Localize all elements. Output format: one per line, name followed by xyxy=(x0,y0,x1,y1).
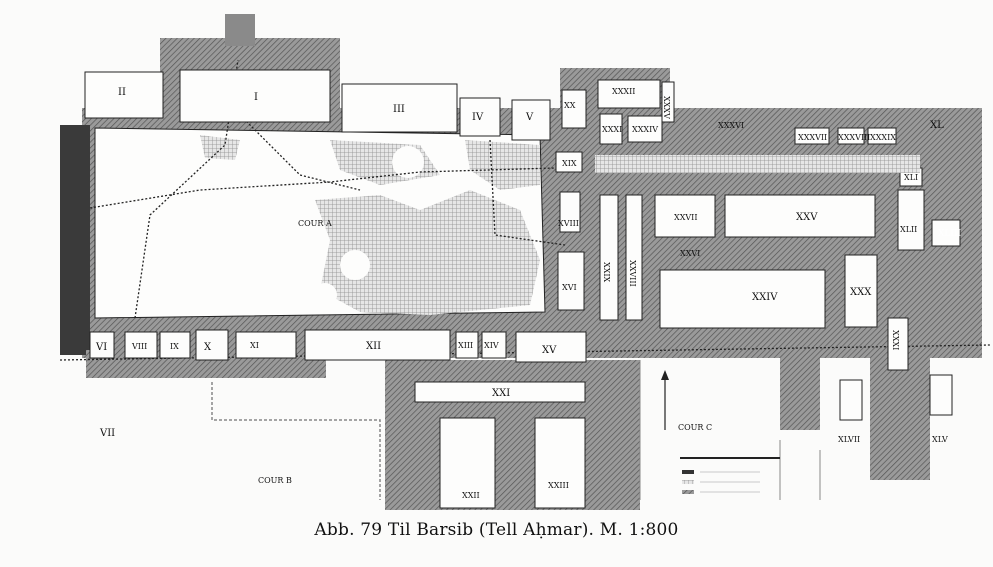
label-room-i: I xyxy=(254,92,258,103)
label-room-xxxv: XXXV xyxy=(662,96,671,119)
label-room-xx: XX xyxy=(564,101,576,110)
room-xviii xyxy=(559,191,581,233)
label-court-c: COUR C xyxy=(678,423,712,432)
label-room-iv: IV xyxy=(472,112,484,123)
pavement-patches xyxy=(200,135,540,315)
label-room-iii: III xyxy=(393,104,405,115)
room-xxix xyxy=(599,194,619,321)
label-room-xxxvii: XXXVII xyxy=(798,133,827,142)
label-room-ix: IX xyxy=(170,342,179,351)
room-xxviii xyxy=(625,194,643,321)
label-room-xii: XII xyxy=(366,341,381,352)
label-room-xl: XL xyxy=(930,120,944,131)
room-vi xyxy=(89,331,115,359)
room-xxiii xyxy=(534,417,586,509)
room-xi xyxy=(235,331,297,359)
label-room-xxxviii: XXXVIII xyxy=(838,133,870,142)
label-room-xxi: XXI xyxy=(492,388,510,399)
label-room-xxviii: XXVIII xyxy=(628,260,637,287)
room-xv xyxy=(515,331,587,363)
room-xii xyxy=(304,329,451,361)
label-room-xlvii: XLVII xyxy=(838,435,860,444)
room-xlii xyxy=(897,189,925,251)
label-room-xxxvi: XXXVI xyxy=(718,121,744,130)
label-room-xv: XV xyxy=(542,345,557,356)
label-room-xxxi-east: XXXI xyxy=(891,330,900,350)
label-room-vii: VII xyxy=(99,428,115,439)
room-xiv xyxy=(481,331,507,359)
room-xxxiii xyxy=(661,81,675,123)
label-room-ii: II xyxy=(118,87,126,98)
label-room-xxiv: XXIV xyxy=(752,292,778,303)
label-room-xliii: XLIII xyxy=(938,229,961,239)
room-xxxii xyxy=(597,79,661,109)
label-room-x: X xyxy=(204,342,212,353)
room-xlvii xyxy=(839,379,863,421)
label-court-b: COUR B xyxy=(258,476,292,485)
label-room-xlv: XLV xyxy=(932,435,948,444)
label-room-xvi: XVI xyxy=(562,283,577,292)
label-room-xxxiv: XXXIV xyxy=(632,125,658,134)
room-viii xyxy=(124,331,158,359)
room-xxxiv xyxy=(627,115,663,143)
room-xxi xyxy=(414,381,586,403)
room-xxxvii xyxy=(794,127,830,145)
room-xliii xyxy=(931,219,961,247)
room-xxvii xyxy=(654,194,716,238)
north-arrow-icon xyxy=(661,370,669,430)
label-room-v: V xyxy=(525,112,534,123)
room-xxxi xyxy=(599,113,623,145)
room-x xyxy=(195,329,229,361)
label-room-xxxii: XXXII xyxy=(612,87,635,96)
room-xxii xyxy=(439,417,496,509)
label-room-xiv: XIV xyxy=(484,341,499,350)
label-room-xlii: XLII xyxy=(900,225,917,234)
label-room-xviii: XVIII xyxy=(558,219,579,228)
label-room-xxxi: XXXI xyxy=(602,125,622,134)
room-iv xyxy=(459,97,501,137)
room-xxxviii xyxy=(837,127,865,145)
room-ix xyxy=(159,331,191,359)
room-xxiv xyxy=(659,269,826,329)
corridor-east xyxy=(595,155,920,173)
room-xvi xyxy=(557,251,585,311)
room-xxv xyxy=(724,194,876,238)
room-xlv xyxy=(929,374,953,416)
figure-caption: Abb. 79 Til Barsib (Tell Aḥmar). M. 1:80… xyxy=(314,520,679,540)
label-room-xix: XIX xyxy=(562,159,577,168)
court-b-outline xyxy=(211,382,381,500)
room-xxxi-east xyxy=(887,317,909,371)
room-xx xyxy=(561,89,587,129)
label-room-xxxix: XXXIX xyxy=(870,133,896,142)
label-room-xxvii: XXVII xyxy=(674,213,698,222)
label-room-xxv: XXV xyxy=(796,212,818,223)
label-room-viii: VIII xyxy=(131,342,147,351)
room-xxxix xyxy=(867,127,897,145)
label-room-xiii: XIII xyxy=(458,341,473,350)
label-room-xxx: XXX xyxy=(850,287,872,298)
label-room-xxix: XXIX xyxy=(602,262,611,283)
room-v xyxy=(511,99,551,141)
room-ii xyxy=(84,71,164,119)
label-room-xxiii: XXIII xyxy=(548,481,569,490)
room-iii xyxy=(341,83,458,133)
legend xyxy=(680,457,780,494)
room-xxx xyxy=(844,254,878,328)
room-xix xyxy=(555,151,583,173)
room-i xyxy=(179,69,331,123)
label-room-xxii: XXII xyxy=(462,491,480,500)
label-room-xi: XI xyxy=(250,341,259,350)
label-room-xli: XLI xyxy=(904,173,918,182)
label-room-vi: VI xyxy=(95,342,107,353)
court-c-outline xyxy=(639,360,821,500)
label-room-xxvi: XXVI xyxy=(680,249,700,258)
label-court-a: COUR A xyxy=(298,219,332,228)
room-xiii xyxy=(455,331,479,359)
